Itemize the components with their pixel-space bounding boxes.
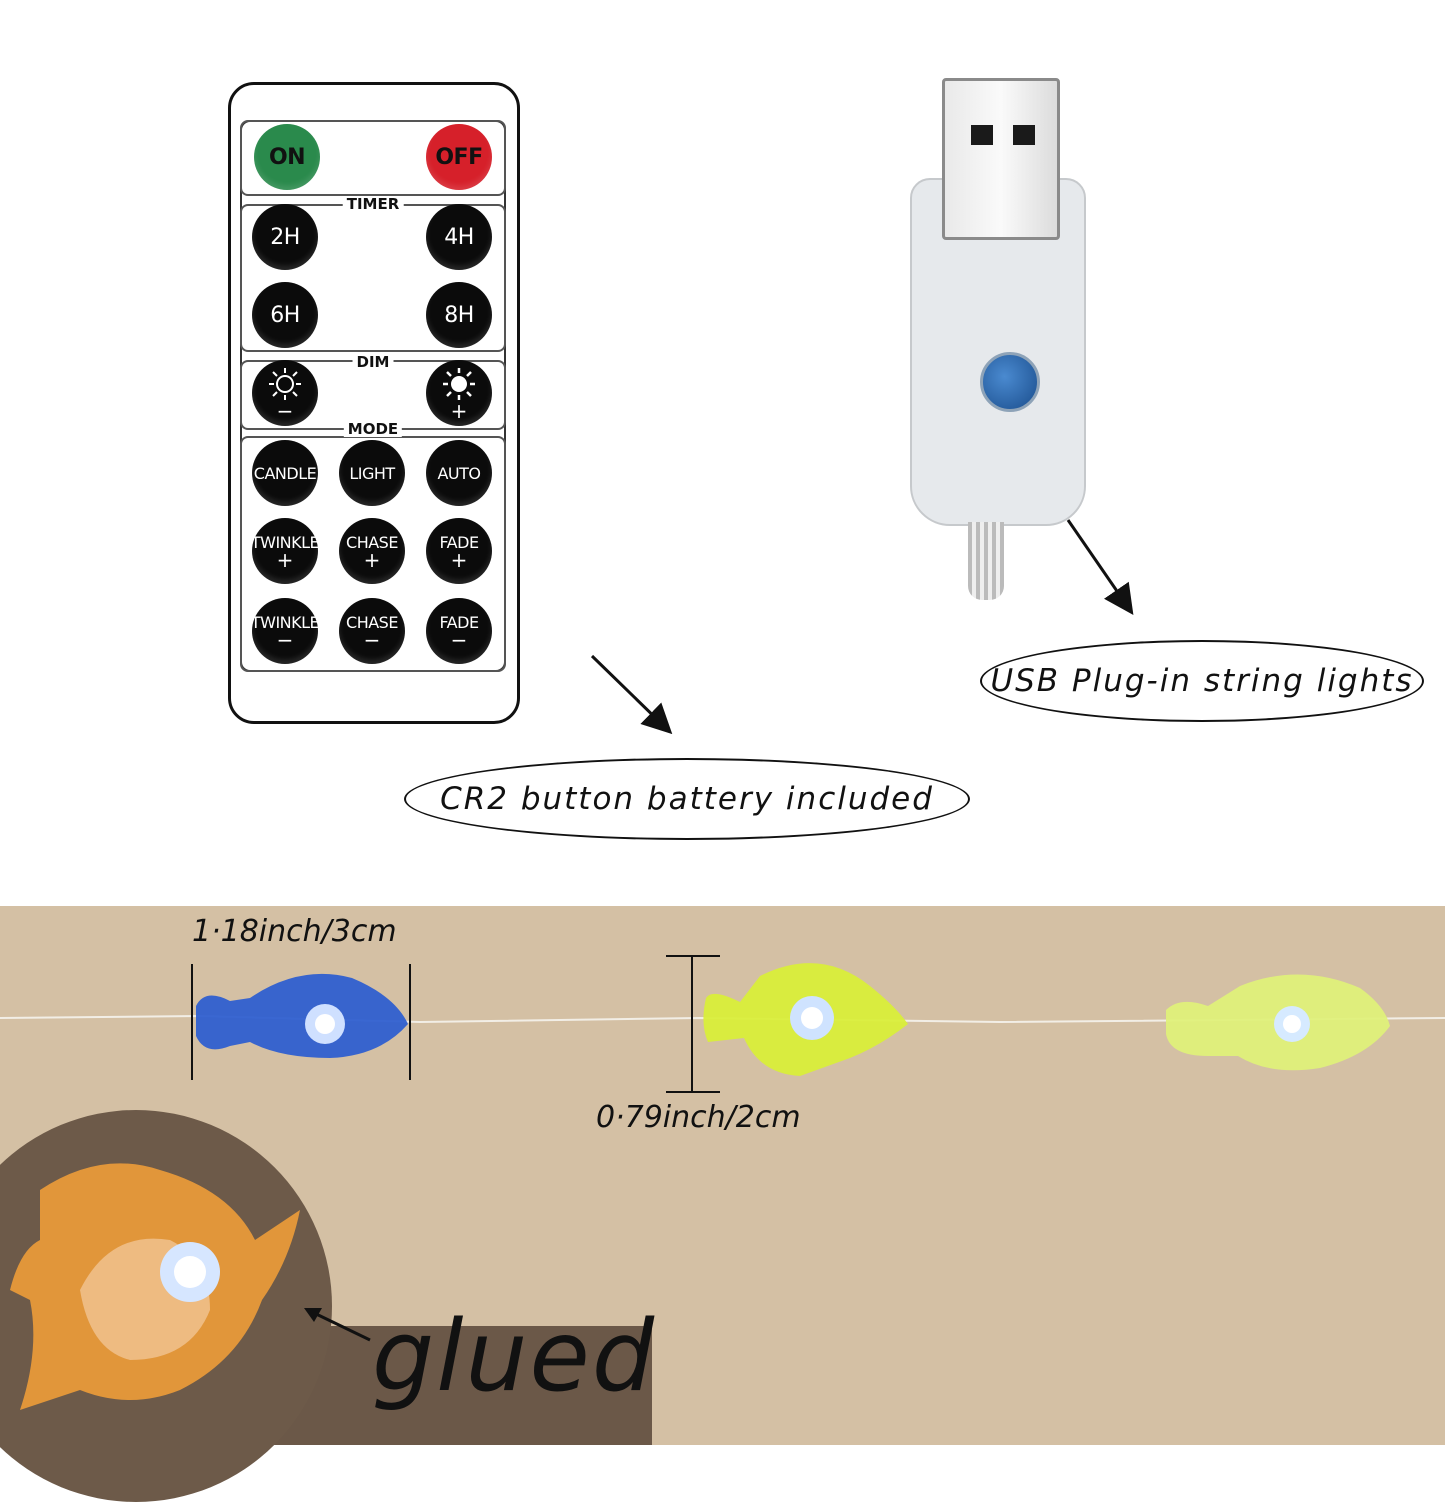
blue-fish-icon — [196, 973, 408, 1058]
usb-control-button[interactable] — [980, 352, 1040, 412]
battery-arrow-icon — [590, 654, 673, 735]
height-dimension-label: 0·79inch/2cm — [596, 1100, 801, 1135]
off-button[interactable]: OFF — [426, 124, 492, 190]
mode-candle-button[interactable]: CANDLE — [252, 440, 318, 506]
sun-filled-icon — [443, 368, 475, 400]
dim-label: DIM — [352, 355, 394, 370]
wire-line — [0, 1014, 1445, 1024]
mode-auto-button[interactable]: AUTO — [426, 440, 492, 506]
fade-plus-button[interactable]: FADE+ — [426, 518, 492, 584]
timer-label: TIMER — [342, 197, 404, 212]
mode-section — [240, 436, 506, 672]
width-dimension-label: 1·18inch/3cm — [192, 914, 397, 949]
on-button[interactable]: ON — [254, 124, 320, 190]
timer-2h-button[interactable]: 2H — [252, 204, 318, 270]
twinkle-plus-button[interactable]: TWINKLE+ — [251, 518, 320, 584]
lights-scene — [0, 955, 1445, 1093]
usb-slot — [1013, 125, 1035, 145]
timer-4h-button[interactable]: 4H — [426, 204, 492, 270]
sun-outline-icon — [269, 368, 301, 400]
glued-label: glued — [372, 1300, 657, 1414]
usb-callout: USB Plug-in string lights — [980, 640, 1424, 722]
power-section — [240, 120, 506, 196]
usb-cable — [968, 522, 1004, 600]
timer-8h-button[interactable]: 8H — [426, 282, 492, 348]
battery-callout: CR2 button battery included — [404, 758, 970, 840]
glued-arrow-icon — [311, 1310, 371, 1342]
usb-slot — [971, 125, 993, 145]
orange-fish-icon — [10, 1163, 300, 1410]
usb-arrow-icon — [1066, 519, 1134, 615]
mode-light-button[interactable]: LIGHT — [339, 440, 405, 506]
chase-minus-button[interactable]: CHASE− — [339, 598, 405, 664]
yellow-fish-icon — [703, 963, 908, 1076]
dim-down-button[interactable]: − — [252, 360, 318, 426]
mode-label: MODE — [343, 422, 403, 437]
twinkle-minus-button[interactable]: TWINKLE− — [251, 598, 320, 664]
dim-up-button[interactable]: + — [426, 360, 492, 426]
fade-minus-button[interactable]: FADE− — [426, 598, 492, 664]
chase-plus-button[interactable]: CHASE+ — [339, 518, 405, 584]
yellow-fish-icon — [1166, 974, 1390, 1071]
usb-plug — [942, 78, 1060, 240]
timer-6h-button[interactable]: 6H — [252, 282, 318, 348]
orange-fish-closeup — [10, 1163, 371, 1410]
arrow-layer — [590, 519, 1134, 735]
